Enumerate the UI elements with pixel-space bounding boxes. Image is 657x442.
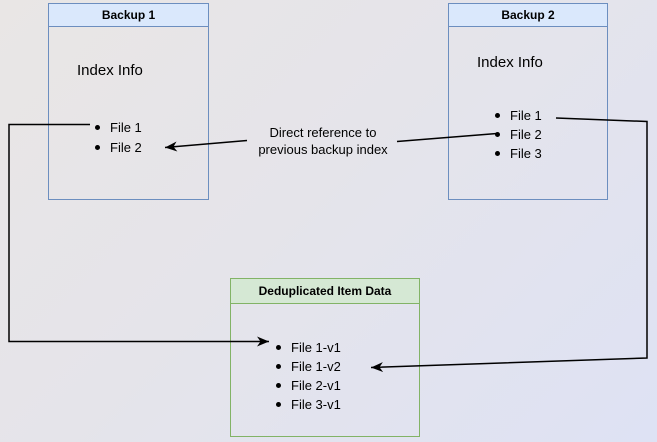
backup2-box: Backup 2 Index Info File 1 File 2 File 3 [448, 3, 608, 200]
file-label: File 1 [510, 108, 542, 123]
backup1-file-list: File 1 File 2 [95, 117, 142, 157]
list-item: File 2 [495, 125, 542, 144]
bullet-icon [495, 151, 500, 156]
file-label: File 3-v1 [291, 397, 341, 412]
edge-label-line1: Direct reference to [269, 125, 377, 140]
backup1-title: Backup 1 [49, 4, 208, 27]
list-item: File 3-v1 [276, 395, 341, 414]
dedup-title: Deduplicated Item Data [231, 279, 419, 304]
dedup-file-list: File 1-v1 File 1-v2 File 2-v1 File 3-v1 [276, 338, 341, 414]
bullet-icon [495, 132, 500, 137]
backup2-index-info-label: Index Info [477, 54, 543, 71]
bullet-icon [276, 345, 281, 350]
backup1-box: Backup 1 Index Info File 1 File 2 [48, 3, 209, 200]
bullet-icon [276, 402, 281, 407]
bullet-icon [95, 144, 100, 150]
list-item: File 1 [95, 117, 142, 137]
edge-label-direct-reference: Direct reference to previous backup inde… [250, 124, 396, 158]
file-label: File 3 [510, 146, 542, 161]
dedup-box: Deduplicated Item Data File 1-v1 File 1-… [230, 278, 420, 437]
list-item: File 2 [95, 137, 142, 157]
backup2-title: Backup 2 [449, 4, 607, 27]
list-item: File 2-v1 [276, 376, 341, 395]
bullet-icon [95, 124, 100, 130]
backup2-file-list: File 1 File 2 File 3 [495, 106, 542, 163]
bullet-icon [495, 113, 500, 118]
edge-label-line2: previous backup index [258, 142, 388, 157]
list-item: File 1-v2 [276, 357, 341, 376]
list-item: File 1 [495, 106, 542, 125]
file-label: File 2-v1 [291, 378, 341, 393]
file-label: File 1 [110, 119, 142, 135]
file-label: File 1-v1 [291, 340, 341, 355]
bullet-icon [276, 383, 281, 388]
bullet-icon [276, 364, 281, 369]
file-label: File 1-v2 [291, 359, 341, 374]
file-label: File 2 [110, 139, 142, 155]
list-item: File 1-v1 [276, 338, 341, 357]
backup1-index-info-label: Index Info [77, 62, 143, 79]
list-item: File 3 [495, 144, 542, 163]
file-label: File 2 [510, 127, 542, 142]
